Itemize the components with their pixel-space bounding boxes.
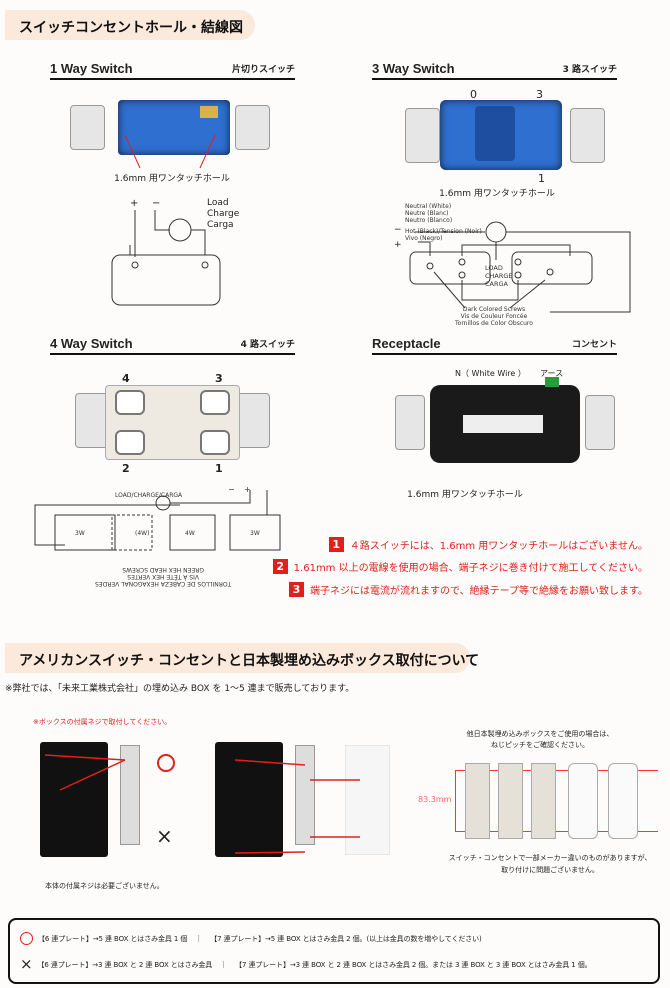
1-way-switch-photo xyxy=(70,100,270,155)
separator: ｜ xyxy=(220,960,228,969)
switch-side-photo xyxy=(120,745,140,845)
ok-7-plate-text: 【7 連プレート】→5 連 BOX とはさみ金具 2 個。(以上は金具の数を増や… xyxy=(210,934,482,943)
title-jp: コンセント xyxy=(571,340,617,350)
title-jp: 4 路スイッチ xyxy=(240,340,295,350)
section-title: アメリカンスイッチ・コンセントと日本製埋め込みボックス取付について xyxy=(19,653,480,669)
hole-label: 1.6mm 用ワンタッチホール xyxy=(114,174,230,184)
mount-arrows xyxy=(44,754,360,854)
hole-arrows xyxy=(124,134,216,169)
ng-6-plate-text: 【6 連プレート】→3 連 BOX と 2 連 BOX とはさみ金具 xyxy=(37,960,213,969)
earth-label: アース xyxy=(540,369,564,378)
section-header-wiring: スイッチコンセントホール・結線図 xyxy=(5,10,255,40)
terminal-4-label: 4 xyxy=(122,372,130,385)
minus-label: − xyxy=(228,485,235,494)
neutral-white-wire-label: N（ White Wire ） xyxy=(455,369,526,378)
box-photo-ok xyxy=(40,742,108,857)
terminal-3-label: 3 xyxy=(215,372,223,385)
sales-note: ※弊社では、「未来工業株式会社」の埋め込み BOX を 1〜5 連まで販売してお… xyxy=(5,684,355,694)
3w-label: 3W xyxy=(75,530,85,537)
device-photo xyxy=(531,763,556,839)
receptacle-device-photo xyxy=(568,763,598,839)
terminal-1-label: 1 xyxy=(215,462,223,475)
4w-optional-label: (4W) xyxy=(135,530,150,537)
4w-label: 4W xyxy=(185,530,195,537)
dimension-lines xyxy=(455,770,658,832)
ng-cross-icon: × xyxy=(156,824,173,848)
receptacle-device-photo xyxy=(608,763,638,839)
pitch-note: 他日本製埋め込みボックスをご使用の場合は、ねじピッチをご確認ください。 xyxy=(466,730,614,749)
ng-row: × 【6 連プレート】→3 連 BOX と 2 連 BOX とはさみ金具 ｜ 【7 … xyxy=(20,955,650,973)
minus-label: − xyxy=(152,198,161,209)
terminal-2-label: 2 xyxy=(122,462,130,475)
3-way-wiring-diagram xyxy=(409,221,631,313)
header-4-way-switch: 4 Way Switch 4 路スイッチ xyxy=(50,336,295,355)
plus-label: + xyxy=(394,240,402,250)
device-photo xyxy=(498,763,523,839)
hole-label: 1.6mm 用ワンタッチホール xyxy=(407,490,523,500)
ok-6-plate-text: 【6 連プレート】→5 連 BOX とはさみ金具 1 個 xyxy=(38,934,188,943)
header-1-way-switch: 1 Way Switch 片切りスイッチ xyxy=(50,61,295,80)
1-way-wiring-diagram xyxy=(111,210,221,306)
section-title: スイッチコンセントホール・結線図 xyxy=(19,20,243,36)
title-en: 3 Way Switch xyxy=(372,61,455,76)
title-en: 1 Way Switch xyxy=(50,61,133,76)
minus-label: − xyxy=(394,225,402,235)
ng-cross-icon: × xyxy=(20,955,33,973)
terminal-1-label: 1 xyxy=(538,172,545,185)
ok-circle-icon xyxy=(157,754,175,772)
hole-label: 1.6mm 用ワンタッチホール xyxy=(439,189,555,199)
section-header-box-install: アメリカンスイッチ・コンセントと日本製埋め込みボックス取付について xyxy=(5,643,479,673)
title-en: 4 Way Switch xyxy=(50,336,133,351)
plus-label: + xyxy=(130,198,139,209)
switch-side-photo xyxy=(295,745,315,845)
dimension-arrow xyxy=(455,770,456,832)
maker-note: スイッチ・コンセントで一部メーカー違いのものがありますが、取り付けに問題ございま… xyxy=(448,854,652,874)
ng-7-plate-text: 【7 連プレート】→3 連 BOX と 2 連 BOX とはさみ金具 2 個。ま… xyxy=(235,960,592,969)
ok-row: 【6 連プレート】→5 連 BOX とはさみ金具 1 個 ｜ 【7 連プレート】→5… xyxy=(20,932,650,945)
title-jp: 片切りスイッチ xyxy=(231,65,295,75)
box-screw-note: ※ボックスの付属ネジで取付してください。 xyxy=(33,718,172,726)
terminal-0-label: 0 xyxy=(470,88,477,101)
device-photo xyxy=(465,763,490,839)
screw-caption: 本体の付属ネジは必要ございません。 xyxy=(45,882,164,890)
separator: ｜ xyxy=(195,934,203,943)
4-way-switch-photo xyxy=(75,385,270,460)
title-jp: 3 路スイッチ xyxy=(562,65,617,75)
header-3-way-switch: 3 Way Switch 3 路スイッチ xyxy=(372,61,617,80)
title-en: Receptacle xyxy=(372,336,441,351)
load-label: LOAD/CHARGE/CARGA xyxy=(115,492,183,499)
dimension-label: 83.3mm xyxy=(418,795,452,804)
hot-label: Hot (Black)/Tension (Noir)Vivo (Negro) xyxy=(405,228,482,242)
plate-box-combination-box: 【6 連プレート】→5 連 BOX とはさみ金具 1 個 ｜ 【7 連プレート】→5… xyxy=(8,918,660,984)
3w-label: 3W xyxy=(250,530,260,537)
terminal-3-label: 3 xyxy=(536,88,543,101)
4-way-wiring-diagram xyxy=(34,490,281,551)
receptacle-photo xyxy=(395,377,615,465)
header-receptacle: Receptacle コンセント xyxy=(372,336,617,355)
3-way-switch-photo xyxy=(405,100,605,172)
ok-circle-icon xyxy=(20,932,33,945)
plus-label: + xyxy=(244,485,251,494)
neutral-label: Neutral (White)Neutre (Blanc)Neutro (Bla… xyxy=(405,203,453,224)
plate-photo xyxy=(345,745,390,855)
